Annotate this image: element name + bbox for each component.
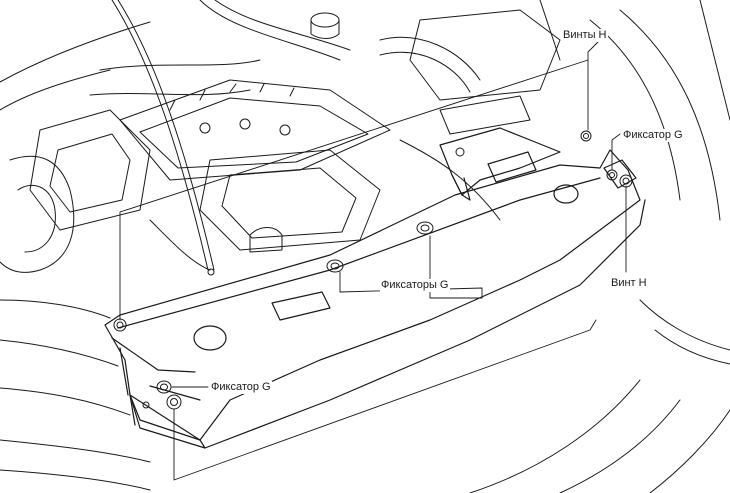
label-screw-h-right: Винт H bbox=[610, 277, 648, 290]
radiator-cover-panel bbox=[104, 127, 646, 449]
label-screws-h-top: Винты H bbox=[562, 29, 608, 42]
engine-components bbox=[29, 0, 561, 276]
label-clips-g-center: Фиксаторы G bbox=[380, 279, 450, 292]
leader-lines bbox=[119, 39, 627, 481]
fasteners bbox=[113, 130, 633, 410]
label-clip-g-right: Фиксатор G bbox=[622, 129, 684, 142]
label-clip-g-left: Фиксатор G bbox=[210, 381, 272, 394]
